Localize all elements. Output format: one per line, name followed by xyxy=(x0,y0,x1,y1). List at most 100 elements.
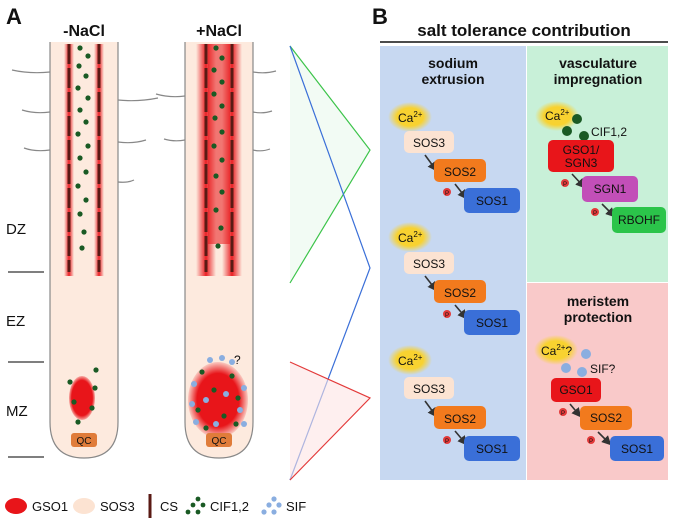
calcium-glow xyxy=(388,222,432,252)
cif-dot xyxy=(579,131,589,141)
calcium-glow xyxy=(388,345,432,375)
cif-dot xyxy=(572,114,582,124)
sos3-label: SOS3 xyxy=(413,257,445,271)
vasculature-pathway: Ca2+ CIF1,2 GSO1/ SGN3 P SGN1 P RBOHF xyxy=(535,101,666,233)
phospho-label: P xyxy=(445,313,449,319)
gso1-sgn3-label-1: GSO1/ xyxy=(563,143,600,157)
qc-box-plus xyxy=(206,433,232,447)
phospho-marker xyxy=(443,188,451,196)
sos1-box xyxy=(464,436,520,461)
legend-gso1-swatch xyxy=(5,498,27,514)
gso1-meristem-minus xyxy=(69,376,95,420)
gso1-meristem-plus xyxy=(188,362,248,438)
sos2-label: SOS2 xyxy=(444,412,476,426)
legend: GSO1 SOS3 CS CIF1,2 SIF xyxy=(5,494,306,518)
calcium-label: Ca2+ xyxy=(398,353,423,368)
qc-label-plus: QC xyxy=(212,436,227,447)
sgn1-label: SGN1 xyxy=(594,182,627,196)
root-hairs-plus xyxy=(155,70,277,152)
phospho-label: P xyxy=(445,439,449,445)
phospho-label: P xyxy=(593,211,597,217)
rbohf-box xyxy=(612,207,666,233)
sos2-box xyxy=(580,406,632,430)
legend-cif-swatch xyxy=(185,496,206,515)
phospho-label: P xyxy=(563,182,567,188)
phospho-label: P xyxy=(561,411,565,417)
sos1-label: SOS1 xyxy=(476,442,508,456)
sodium-heading-1: sodium xyxy=(428,55,478,71)
sos1-box xyxy=(464,310,520,335)
cif-dot xyxy=(562,126,572,136)
qc-box-minus xyxy=(71,433,97,447)
phospho-label: P xyxy=(445,191,449,197)
gso1-sgn3-label-2: SGN3 xyxy=(565,156,598,170)
connector-green xyxy=(289,45,371,284)
sgn1-box xyxy=(582,176,638,202)
legend-cs-label: CS xyxy=(160,499,178,514)
calcium-label: Ca2+ xyxy=(398,230,423,245)
calcium-glow xyxy=(535,101,579,131)
gso1-box xyxy=(551,378,601,402)
connector-red xyxy=(289,361,372,481)
calcium-label: Ca2+ xyxy=(545,108,570,123)
legend-cif-label: CIF1,2 xyxy=(210,499,249,514)
sos2-label: SOS2 xyxy=(590,411,622,425)
panel-a-letter: A xyxy=(6,4,22,29)
gso1-vascular-core-plus xyxy=(208,44,230,244)
zone-label-mz: MZ xyxy=(6,403,28,420)
condition-minus-nacl: -NaCl xyxy=(63,23,105,40)
meristem-heading-2: protection xyxy=(564,309,632,325)
legend-sif-label: SIF xyxy=(286,499,306,514)
sif-dot xyxy=(577,367,587,377)
root-plus-nacl: QC ? xyxy=(155,42,277,459)
meristem-pathway: Ca2+? SIF? GSO1 P SOS2 P SOS1 xyxy=(534,335,664,461)
sif-label: SIF? xyxy=(590,362,616,376)
zone-separators xyxy=(8,271,44,458)
phospho-label: P xyxy=(589,439,593,445)
sos2-box xyxy=(434,280,486,303)
calcium-label: Ca2+ xyxy=(398,110,423,125)
phospho-marker xyxy=(443,310,451,318)
sos1-label: SOS1 xyxy=(621,442,653,456)
cif-label: CIF1,2 xyxy=(591,125,627,139)
sos3-label: SOS3 xyxy=(413,136,445,150)
sif-dot xyxy=(561,363,571,373)
phospho-marker xyxy=(443,436,451,444)
sos3-box xyxy=(404,252,454,274)
cif-dots-plus xyxy=(195,45,241,431)
phospho-marker xyxy=(559,408,567,416)
phospho-marker xyxy=(587,436,595,444)
calcium-glow xyxy=(388,102,432,132)
sif-question-mark: ? xyxy=(234,353,241,367)
legend-sos3-label: SOS3 xyxy=(100,499,135,514)
cif-dots-minus xyxy=(67,45,99,425)
gso1-label: GSO1 xyxy=(559,383,593,397)
calcium-label: Ca2+? xyxy=(541,343,572,358)
panel-b-title: salt tolerance contribution xyxy=(417,21,630,40)
sos2-box xyxy=(434,159,486,182)
gso1-sgn3-box xyxy=(548,140,614,172)
sos1-label: SOS1 xyxy=(476,316,508,330)
panel-b-letter: B xyxy=(372,4,388,29)
sos1-box xyxy=(464,188,520,213)
legend-sif-swatch xyxy=(261,496,282,515)
phospho-marker xyxy=(591,208,599,216)
phospho-marker xyxy=(561,179,569,187)
sos3-box xyxy=(404,377,454,399)
sodium-heading-2: extrusion xyxy=(421,71,484,87)
sos-module-2: Ca2+ SOS3 SOS2 P SOS1 xyxy=(388,222,520,335)
sos2-box xyxy=(434,406,486,429)
sos2-label: SOS2 xyxy=(444,286,476,300)
sos3-label: SOS3 xyxy=(413,382,445,396)
connector-triangles xyxy=(289,45,372,481)
legend-sos3-swatch xyxy=(73,498,95,514)
sif-dot xyxy=(581,349,591,359)
meristem-heading-1: meristem xyxy=(567,293,629,309)
sos2-label: SOS2 xyxy=(444,165,476,179)
root-minus-nacl: QC xyxy=(11,42,159,459)
calcium-glow xyxy=(534,335,578,365)
qc-label-minus: QC xyxy=(77,436,92,447)
sos1-box xyxy=(610,436,664,461)
condition-plus-nacl: +NaCl xyxy=(196,23,242,40)
